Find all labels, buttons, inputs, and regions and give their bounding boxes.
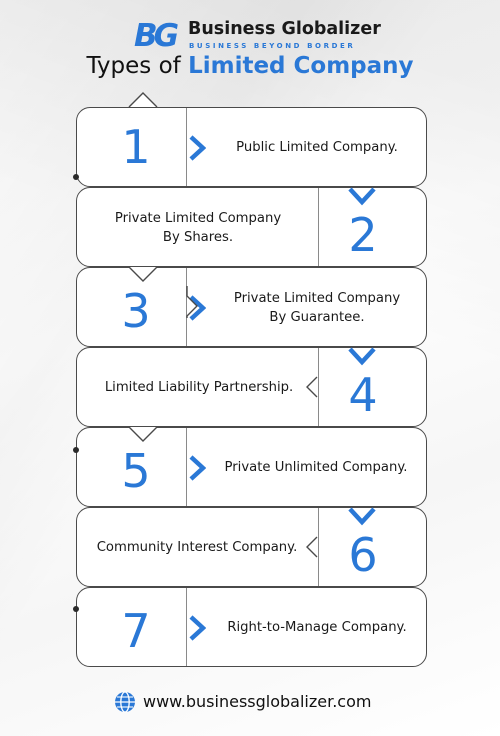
item-number: 5: [121, 444, 151, 498]
list-item-6: 6 Community Interest Company.: [76, 507, 427, 587]
chevron-right-icon: [189, 135, 206, 161]
globe-icon: [115, 691, 135, 713]
item-number: 4: [348, 368, 378, 422]
footer: www.businessglobalizer.com: [0, 690, 500, 714]
chevron-right-icon: [189, 455, 206, 481]
item-label: Community Interest Company.: [79, 538, 315, 557]
item-divider: [318, 348, 319, 426]
item-label-line: Private Limited Company: [233, 291, 401, 306]
item-label: Private Limited Company By Guarantee.: [207, 289, 427, 327]
brand-logo-icon: BG: [134, 18, 179, 54]
item-number: 1: [121, 120, 151, 174]
footer-url-link[interactable]: www.businessglobalizer.com: [143, 692, 372, 711]
item-label-line: Community Interest Company.: [96, 540, 298, 555]
item-divider: [186, 428, 187, 506]
item-number: 3: [121, 284, 151, 338]
chevron-down-icon: [348, 347, 376, 366]
list-item-2: 2 Private Limited Company By Shares.: [76, 187, 427, 267]
item-label-line: Private Unlimited Company.: [224, 460, 408, 475]
item-divider: [186, 588, 187, 666]
brand-header: BG Business Globalizer BUSINESS BEYOND B…: [0, 18, 500, 54]
list-item-7: 7 Right-to-Manage Company.: [76, 587, 427, 667]
chevron-down-icon: [348, 507, 376, 526]
item-label: Limited Liability Partnership.: [83, 378, 315, 397]
title-prefix: Types of: [86, 53, 181, 79]
page-title: Types of Limited Company: [0, 53, 500, 79]
item-label-line: By Guarantee.: [269, 310, 365, 325]
item-label: Right-to-Manage Company.: [207, 618, 427, 637]
item-divider: [318, 508, 319, 586]
item-label-line: Public Limited Company.: [236, 140, 398, 155]
item-divider: [186, 268, 187, 346]
chevron-right-icon: [189, 295, 206, 321]
chevron-down-icon: [348, 187, 376, 206]
list-item-3: 3 Private Limited Company By Guarantee.: [76, 267, 427, 347]
item-label: Private Limited Company By Shares.: [85, 209, 311, 247]
list-item-1: 1 Public Limited Company.: [76, 107, 427, 187]
item-label-line: Right-to-Manage Company.: [227, 620, 407, 635]
title-highlight: Limited Company: [188, 53, 414, 79]
brand-name: Business Globalizer: [188, 19, 381, 39]
item-divider: [318, 188, 319, 266]
item-label-line: Limited Liability Partnership.: [104, 380, 294, 395]
brand-tagline: BUSINESS BEYOND BORDER: [189, 42, 356, 50]
item-label: Private Unlimited Company.: [205, 458, 427, 477]
item-number: 6: [348, 528, 378, 582]
list-item-4: 4 Limited Liability Partnership.: [76, 347, 427, 427]
item-label: Public Limited Company.: [207, 138, 427, 157]
item-divider: [186, 108, 187, 186]
item-label-line: Private Limited Company: [114, 211, 282, 226]
item-label-line: By Shares.: [162, 230, 234, 245]
item-number: 2: [348, 208, 378, 262]
item-number: 7: [121, 604, 151, 658]
chevron-right-icon: [189, 615, 206, 641]
list-item-5: 5 Private Unlimited Company.: [76, 427, 427, 507]
